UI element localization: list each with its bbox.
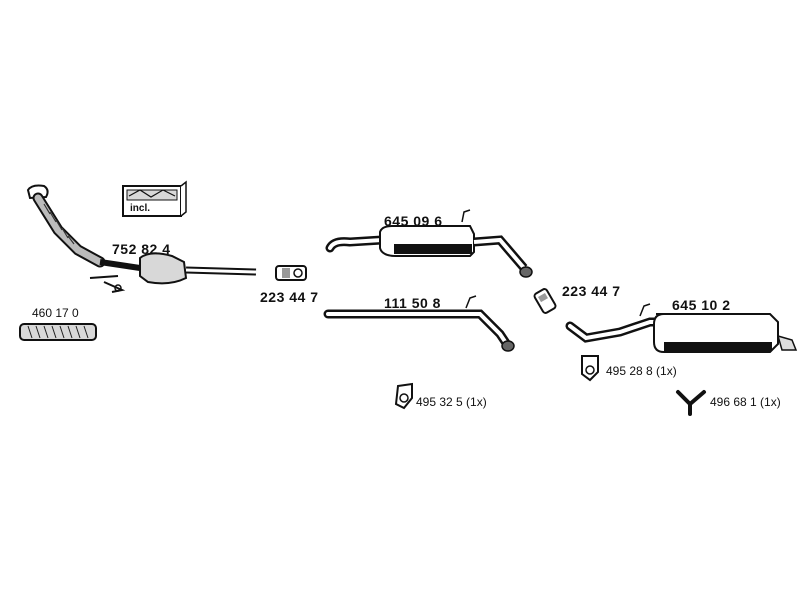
clamp-right-label: 223 44 7	[562, 283, 621, 299]
middle-silencer-drawing[interactable]	[325, 209, 533, 278]
clamp-left-drawing[interactable]	[275, 265, 307, 281]
hanger-y-label: 496 68 1 (1x)	[710, 395, 781, 409]
middle-silencer-label: 645 09 6	[384, 213, 443, 229]
clamp-left-label: 223 44 7	[260, 289, 319, 305]
clamp-right-drawing[interactable]	[533, 288, 557, 314]
rubber-mount-center-drawing[interactable]	[394, 382, 413, 410]
gasket-kit-badge	[122, 180, 187, 217]
intermediate-pipe-label: 111 50 8	[384, 295, 441, 311]
rear-silencer-drawing[interactable]	[565, 303, 798, 353]
gasket-kit-label: incl.	[130, 203, 151, 214]
intermediate-pipe-drawing[interactable]	[323, 295, 515, 352]
rubber-mount-center-label: 495 32 5 (1x)	[416, 395, 487, 409]
catalytic-converter-label: 752 82 4	[112, 241, 171, 257]
rear-silencer-label: 645 10 2	[672, 297, 731, 313]
rubber-mount-right-label: 495 28 8 (1x)	[606, 364, 677, 378]
hanger-y-drawing[interactable]	[676, 390, 706, 416]
flex-pipe-drawing[interactable]	[19, 323, 97, 341]
rubber-mount-right-drawing[interactable]	[581, 355, 599, 382]
flex-pipe-label: 460 17 0	[32, 306, 79, 320]
catalytic-converter-drawing[interactable]	[26, 184, 257, 293]
